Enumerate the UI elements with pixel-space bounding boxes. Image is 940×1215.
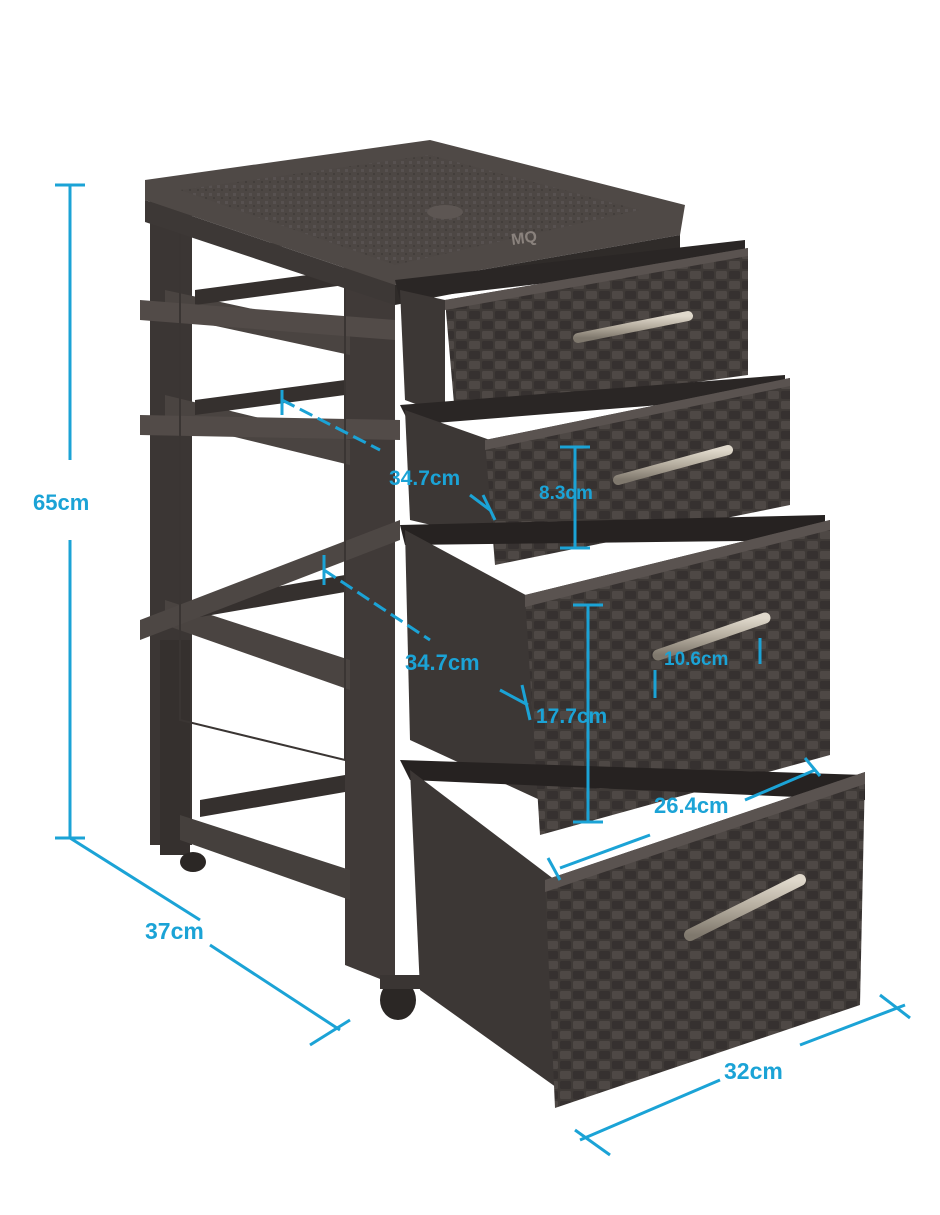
cabinet-frame	[140, 195, 400, 985]
drawer-2-handle	[613, 445, 733, 485]
casters	[180, 852, 420, 1020]
dimension-lines	[55, 183, 911, 1157]
drawer-3	[400, 515, 830, 835]
small-drawer-height-label: 8.3cm	[539, 483, 593, 504]
drawer-4	[400, 760, 865, 1108]
handle-length-label: 10.6cm	[664, 649, 729, 670]
drawer-1-handle	[573, 311, 693, 343]
large-drawer-depth-label: 34.7cm	[405, 650, 480, 675]
brand-logo: MQ	[510, 229, 538, 249]
small-drawer-depth-label: 34.7cm	[389, 467, 461, 490]
large-drawer-height-label: 17.7cm	[536, 705, 608, 728]
drawer-width-label: 26.4cm	[654, 793, 729, 818]
drawer-1	[395, 240, 748, 415]
drawer-4-handle	[684, 874, 806, 941]
top-lid: MQ	[145, 140, 685, 305]
depth-dimension-label: 37cm	[145, 918, 204, 944]
width-dimension-label: 32cm	[724, 1058, 783, 1084]
drawer-3-handle	[652, 612, 771, 661]
height-dimension-label: 65cm	[33, 490, 90, 515]
